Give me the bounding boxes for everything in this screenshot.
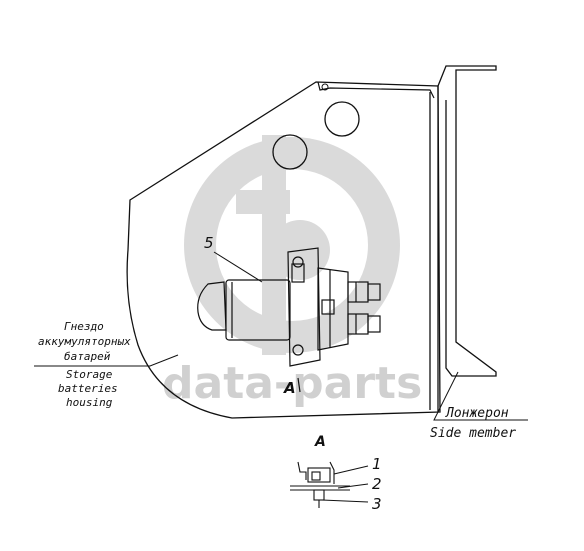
- switch-rear: [317, 267, 349, 351]
- storage-label-en-2: batteries: [58, 382, 118, 395]
- switch-knob: [197, 281, 227, 331]
- storage-label-ru-1: Гнездо: [64, 320, 104, 333]
- part-3-label: 3: [372, 495, 382, 513]
- battery-switch: [197, 247, 381, 367]
- housing-outline: [126, 81, 441, 419]
- detail-view-title: A: [314, 434, 326, 450]
- leader-part-5: [213, 251, 263, 283]
- switch-terminal-upper: [347, 281, 381, 303]
- watermark-crossbar: [236, 190, 290, 214]
- storage-label-ru-2: аккумуляторных: [38, 335, 131, 348]
- storage-label-en-1: Storage: [66, 368, 113, 381]
- storage-label-en-3: housing: [66, 396, 113, 409]
- mounting-hole-upper: [324, 101, 360, 137]
- storage-leader-line: [34, 354, 179, 367]
- side-member-leader-line: [433, 371, 528, 421]
- part-2-label: 2: [372, 475, 382, 493]
- housing-top-lip: [317, 81, 435, 99]
- mounting-hole-lower: [272, 134, 308, 170]
- switch-flange: [287, 247, 321, 367]
- view-marker: A: [283, 379, 296, 397]
- storage-label-group: Гнездо аккумуляторных батарей Storage ba…: [34, 320, 179, 409]
- storage-label-ru-3: батарей: [64, 350, 111, 363]
- side-member-label-en: Side member: [430, 426, 516, 441]
- side-member-label-group: Лонжерон Side member: [430, 371, 528, 441]
- leader-part-3: [321, 499, 369, 503]
- housing-rivet: [321, 83, 329, 91]
- side-member-label-ru: Лонжерон: [445, 406, 509, 421]
- part-5-label: 5: [204, 234, 214, 252]
- view-marker-tick: [297, 377, 301, 393]
- leader-part-1: [333, 465, 369, 475]
- watermark-text: data-parts: [162, 358, 422, 409]
- detail-view-a: [290, 461, 350, 508]
- part-1-label: 1: [372, 455, 382, 473]
- side-member: [429, 65, 497, 412]
- switch-terminal-lower: [347, 313, 381, 335]
- leader-part-2: [337, 483, 369, 489]
